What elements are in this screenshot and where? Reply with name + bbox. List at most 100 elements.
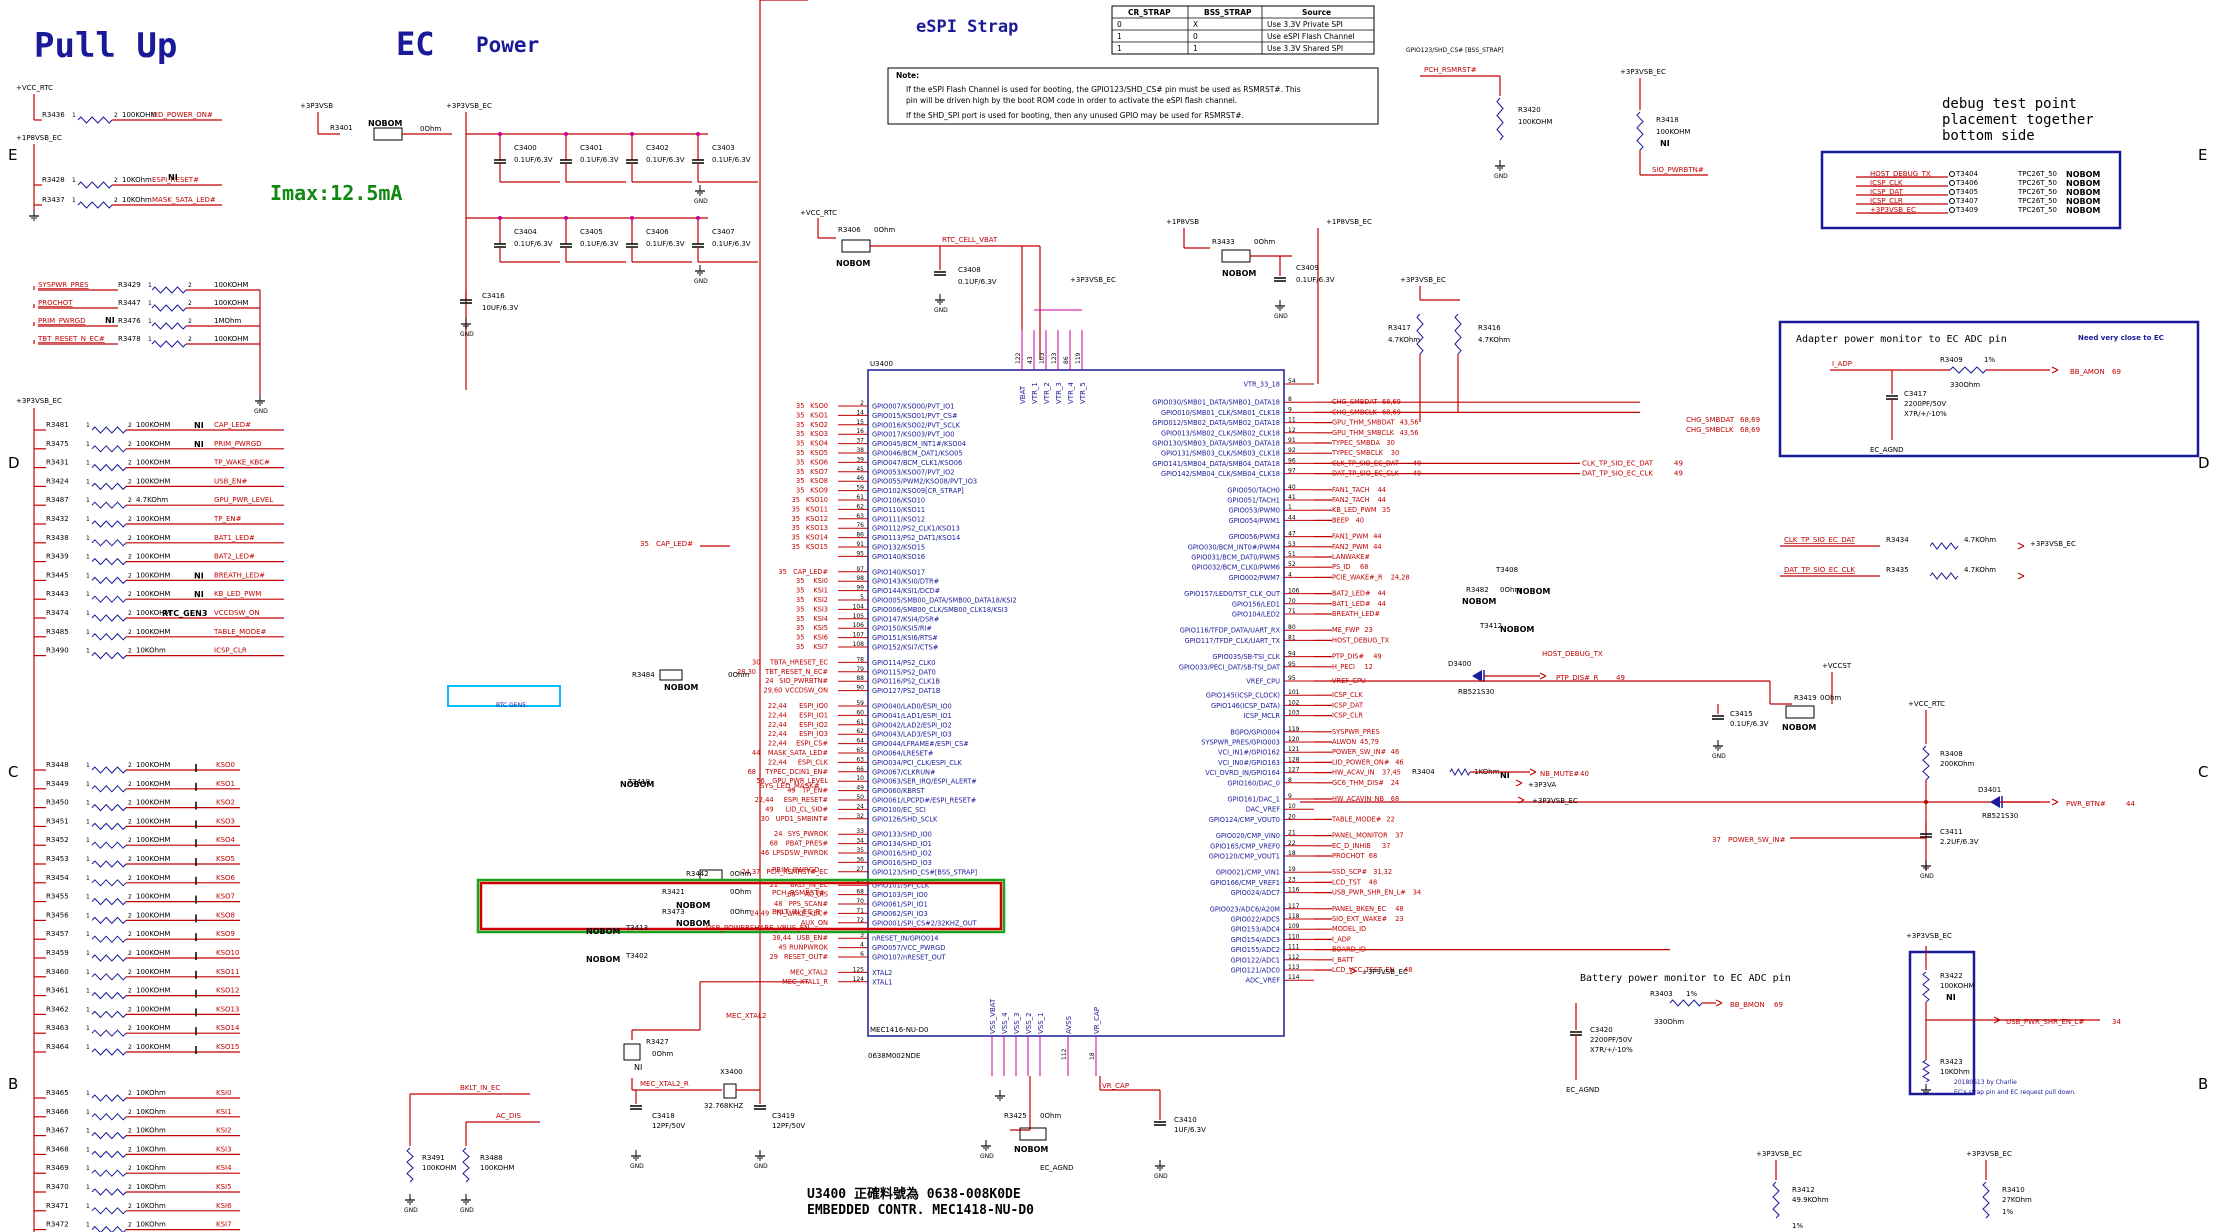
net-label: HOST_DEBUG_TX bbox=[1870, 170, 1931, 178]
ni-label: NI bbox=[105, 316, 115, 325]
resistor-symbol bbox=[91, 766, 127, 774]
ni-label: NI bbox=[194, 440, 204, 449]
net-label: SYS_LED_MASK# bbox=[760, 782, 820, 790]
chip-pin-name: GPIO012/SMB02_DATA/SMB02_DATA18 bbox=[1152, 419, 1280, 427]
pin-num: 45 bbox=[856, 466, 864, 473]
net-label: KSO8 bbox=[216, 911, 235, 919]
pin-num: 71 bbox=[856, 907, 864, 914]
page-ref: 30 bbox=[1386, 439, 1394, 447]
chip-pin-name: nRESET_IN/GPIO014 bbox=[872, 935, 939, 943]
pin-num: 62 bbox=[856, 503, 864, 510]
net-label: H_PECI bbox=[1332, 663, 1355, 671]
resistor-ref: R3481 bbox=[46, 421, 69, 429]
chip-pin-name: VREF_CPU bbox=[1246, 678, 1280, 686]
pin-num: 2 bbox=[128, 1203, 132, 1210]
net-label: PCH_RSMRST#_EC bbox=[766, 868, 828, 876]
net-label: PROCHOT bbox=[1332, 852, 1366, 860]
resistor-value: 100KOHM bbox=[136, 874, 170, 882]
page-ref: 34 bbox=[2112, 1018, 2121, 1026]
pin-num: 1 bbox=[86, 837, 90, 844]
resistor-symbol bbox=[77, 116, 113, 124]
pin-num: 9 bbox=[1288, 793, 1292, 800]
chip-pin-name: GPIO022/ADC5 bbox=[1231, 916, 1280, 924]
resistor-ref: R3474 bbox=[46, 609, 69, 617]
chip-pin-name: DAC_VREF bbox=[1246, 806, 1281, 814]
tp-ref: T3405 bbox=[1955, 188, 1978, 196]
pin-num: 110 bbox=[1288, 933, 1300, 940]
capacitor-ref: C3406 bbox=[646, 228, 669, 236]
table-cell: Use 3.3V Private SPI bbox=[1267, 20, 1343, 29]
pin-num: 2 bbox=[128, 762, 132, 769]
resistor-ref: R3469 bbox=[46, 1164, 69, 1172]
resistor-ref: R3420 bbox=[1518, 106, 1541, 114]
capacitor-ref: C3400 bbox=[514, 144, 537, 152]
net-label: RUNPWROK bbox=[789, 944, 829, 952]
pin-num: 2 bbox=[128, 988, 132, 995]
net-label: LID_POWER_ON# bbox=[1332, 758, 1390, 766]
pin-num: 108 bbox=[853, 641, 865, 648]
net-label: PANEL_BKEN_EC bbox=[1332, 905, 1387, 913]
pin-num: 1 bbox=[86, 648, 90, 655]
jumper-symbol bbox=[659, 669, 683, 681]
pin-num: 2 bbox=[128, 1222, 132, 1229]
pin-num: 6 bbox=[860, 951, 864, 958]
net-label: FAN2_TACH bbox=[1332, 496, 1370, 504]
pin-num: 2 bbox=[128, 1025, 132, 1032]
pin-num: 90 bbox=[856, 685, 864, 692]
net-label: POWER_SW_IN# bbox=[1728, 836, 1786, 844]
page-ref: 35 bbox=[796, 440, 804, 448]
pin-num: 2 bbox=[188, 318, 192, 325]
page-ref: 45 bbox=[778, 944, 786, 952]
rail-label: +3P3VSB_EC bbox=[2030, 540, 2076, 548]
arrow-right-icon bbox=[1529, 768, 1537, 776]
pin-num: 60 bbox=[856, 709, 864, 716]
rail-label: +3P3VSB_EC bbox=[1906, 932, 1952, 940]
crystal-value: 32.768KHZ bbox=[704, 1102, 743, 1110]
page-ref: 44 bbox=[2126, 800, 2135, 808]
resistor-symbol bbox=[91, 520, 127, 528]
espi-strap-heading: eSPI Strap bbox=[916, 17, 1018, 37]
chip-pin-name: BGPO/GPIO004 bbox=[1230, 728, 1280, 736]
diode-icon bbox=[1990, 796, 2000, 808]
pin-num: 2 bbox=[128, 818, 132, 825]
net-label: PROCHOT bbox=[38, 299, 73, 307]
resistor-ref: R3424 bbox=[46, 477, 69, 485]
pin-num: 5 bbox=[860, 594, 864, 601]
border-letter: C bbox=[8, 763, 18, 781]
resistor-ref: R3417 bbox=[1388, 324, 1411, 332]
resistor-value: 200KOhm bbox=[1940, 760, 1975, 768]
capacitor-ref: C3401 bbox=[580, 144, 603, 152]
chip-pin-name: GPIO130/SMB03_DATA/SMB03_DATA18 bbox=[1152, 440, 1280, 448]
pin-num: 62 bbox=[856, 728, 864, 735]
resistor-ref: R3449 bbox=[46, 780, 69, 788]
chip-pin-name: GPIO152/KSI7/CTS# bbox=[872, 644, 939, 652]
resistor-symbol bbox=[91, 539, 127, 547]
resistor-ref: R3401 bbox=[330, 124, 353, 132]
chip-pin-name: GPIO013/SMB02_CLK/SMB02_CLK18 bbox=[1161, 429, 1280, 437]
resistor-ref: R3434 bbox=[1886, 536, 1909, 544]
rail-label: +3P3VSB_EC bbox=[1532, 797, 1578, 805]
pin-num: 38 bbox=[856, 447, 864, 454]
ground-label: GND bbox=[1712, 753, 1726, 760]
resistor-symbol bbox=[91, 1188, 127, 1196]
chip-pin-name: GPIO165/CMP_VREF0 bbox=[1210, 842, 1280, 850]
net-label: KB_LED_PWM bbox=[1332, 506, 1377, 514]
chip-pin-name: GPIO043/LAD3/ESPI_IO3 bbox=[872, 731, 952, 739]
ground-label: GND bbox=[694, 198, 708, 205]
net-label: KSO12 bbox=[806, 515, 828, 523]
page-ref: 37 bbox=[1395, 832, 1403, 840]
pin-num: 2 bbox=[114, 112, 118, 119]
resistor-value: 100KOHM bbox=[136, 534, 170, 542]
resistor-symbol bbox=[1636, 111, 1644, 151]
pin-num: 11 bbox=[1288, 417, 1296, 424]
ni-label: NI bbox=[194, 590, 204, 599]
pin-num: 1 bbox=[86, 1006, 90, 1013]
net-label: TABLE_MODE# bbox=[1331, 815, 1382, 823]
tp-part: TPC26T_50 bbox=[2017, 179, 2057, 187]
pin-num: 51 bbox=[1288, 551, 1296, 558]
net-label: KSI6 bbox=[216, 1202, 232, 1210]
resistor-ref: R3443 bbox=[46, 590, 69, 598]
bom-note: U3400 正確料號為 0638-008K0DE bbox=[807, 1186, 1021, 1202]
jumper-symbol bbox=[623, 1043, 641, 1061]
junction-dot bbox=[498, 216, 502, 220]
